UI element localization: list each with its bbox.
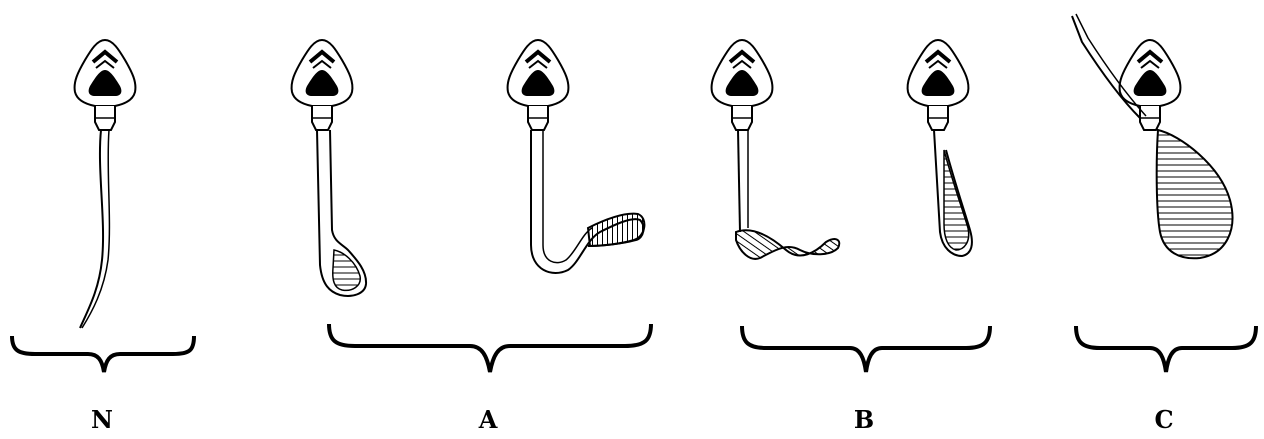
- bracket-a: [329, 324, 651, 372]
- bracket-n: [12, 336, 194, 372]
- label-b: B: [834, 404, 894, 436]
- sperm-a1: [292, 40, 367, 296]
- bracket-b: [742, 326, 990, 372]
- sperm-b1: [712, 40, 840, 259]
- bracket-c: [1076, 326, 1256, 372]
- label-n: N: [72, 404, 132, 436]
- label-c: C: [1134, 404, 1194, 436]
- label-a: A: [458, 404, 518, 436]
- sperm-c: [1072, 14, 1232, 258]
- sperm-a2: [508, 40, 645, 273]
- sperm-b2: [908, 40, 972, 256]
- sperm-normal: [75, 40, 136, 328]
